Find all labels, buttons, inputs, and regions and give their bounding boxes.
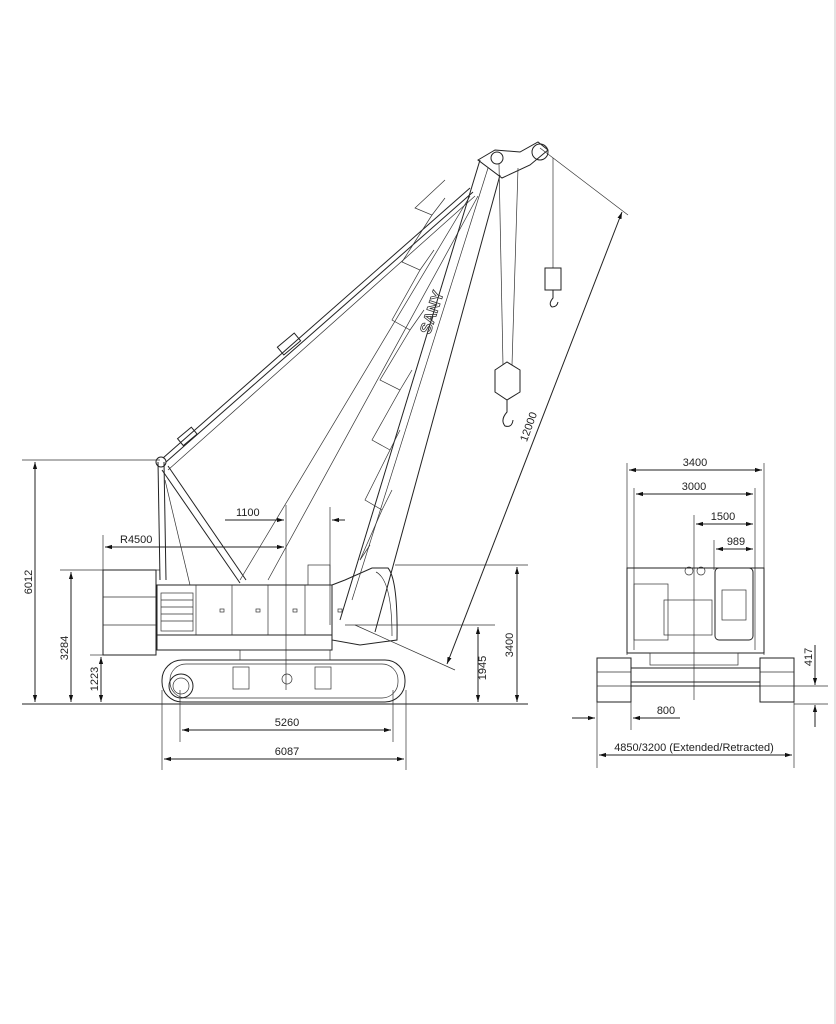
counterweight: [102, 569, 157, 656]
dim-body-width: 3000: [682, 481, 706, 493]
operator-cab: [307, 564, 398, 646]
dim-track-length: 6087: [275, 746, 299, 758]
dim-center-to-side: 1500: [711, 511, 735, 523]
rear-view: 3400 3000 1500 989 417 800 4850/3200 (Ex…: [572, 457, 828, 768]
gantry-mast: [155, 456, 247, 586]
dim-upper-width: 3400: [683, 457, 707, 469]
dim-cab-height: 3400: [504, 633, 516, 657]
dim-rotation-offset: 1100: [236, 507, 260, 519]
auxiliary-hook: [549, 290, 559, 308]
dim-track-gauge: 4850/3200 (Extended/Retracted): [614, 742, 774, 754]
main-hook-block: [494, 361, 521, 401]
side-dimensions: 6012 3284 1223 1100 R4500 5260 6087: [23, 147, 629, 770]
main-hook: [502, 400, 514, 427]
auxiliary-hook-block: [544, 267, 562, 291]
upper-body: [156, 584, 343, 651]
rear-tracks: [596, 657, 795, 703]
side-view: SANY 6012 3284 1223: [22, 141, 629, 770]
rear-dimensions: 3400 3000 1500 989 417 800 4850/3200 (Ex…: [572, 457, 828, 768]
pendant-lines: [162, 187, 479, 581]
dim-tail-radius: R4500: [120, 534, 152, 546]
dim-overall-height: 6012: [23, 570, 35, 594]
dim-counterweight-top: 3284: [59, 636, 71, 660]
dim-tumbler-distance: 5260: [275, 717, 299, 729]
hooks: [494, 158, 562, 427]
dim-ground-clearance: 417: [803, 648, 815, 666]
rear-upper-body: [626, 566, 765, 666]
dim-boom-foot-height: 1945: [477, 656, 489, 680]
dim-cab-width: 989: [727, 536, 745, 548]
page-edge: [834, 0, 836, 1024]
dim-counterweight-clearance: 1223: [89, 667, 101, 691]
dim-track-shoe-width: 800: [657, 705, 675, 717]
crawler-track: [161, 649, 406, 703]
dim-boom-length: 12000: [518, 411, 540, 444]
